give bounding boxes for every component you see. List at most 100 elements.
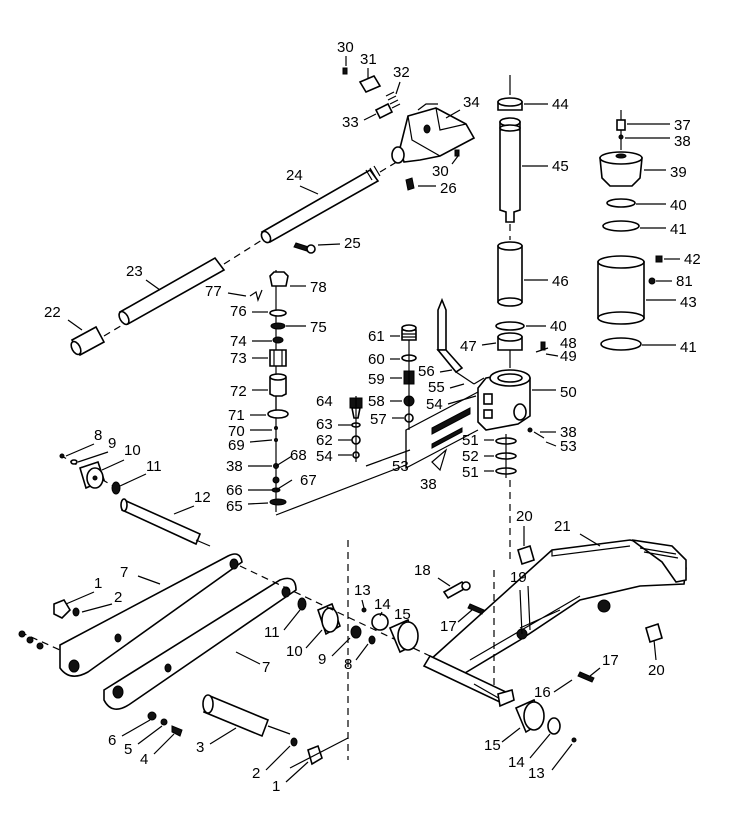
- ram-tube: [499, 121, 521, 223]
- label-66: 66: [226, 482, 243, 499]
- label-51a: 51: [462, 432, 479, 449]
- label-40b: 40: [670, 197, 687, 214]
- front-axle: [121, 498, 202, 546]
- label-39: 39: [670, 164, 687, 181]
- label-34: 34: [463, 94, 480, 111]
- label-45: 45: [552, 158, 569, 175]
- label-67: 67: [300, 472, 317, 489]
- label-2a: 2: [114, 589, 122, 606]
- label-72: 72: [230, 383, 247, 400]
- label-20b: 20: [648, 662, 665, 679]
- label-76: 76: [230, 303, 247, 320]
- label-41b: 41: [680, 339, 697, 356]
- label-58: 58: [368, 393, 385, 410]
- label-24: 24: [286, 167, 303, 184]
- label-53b: 53: [560, 438, 577, 455]
- label-38c: 38: [420, 476, 437, 493]
- label-69: 69: [228, 437, 245, 454]
- label-15a: 15: [394, 606, 411, 623]
- label-6: 6: [108, 732, 116, 749]
- label-31: 31: [360, 51, 377, 68]
- label-81: 81: [676, 273, 693, 290]
- label-74: 74: [230, 333, 247, 350]
- label-32: 32: [393, 64, 410, 81]
- label-40a: 40: [550, 318, 567, 335]
- label-9a: 9: [108, 435, 116, 452]
- label-68: 68: [290, 447, 307, 464]
- label-57: 57: [370, 411, 387, 428]
- label-26: 26: [440, 180, 457, 197]
- label-41a: 41: [670, 221, 687, 238]
- label-7a: 7: [120, 564, 128, 581]
- label-22: 22: [44, 304, 61, 321]
- label-59: 59: [368, 371, 385, 388]
- label-8a: 8: [94, 427, 102, 444]
- label-16: 16: [534, 684, 551, 701]
- label-12: 12: [194, 489, 211, 506]
- lift-arm-right: [103, 577, 297, 710]
- label-56: 56: [418, 363, 435, 380]
- label-23: 23: [126, 263, 143, 280]
- label-9b: 9: [318, 651, 326, 668]
- part-labels: 30 31 32 33 34 30 26 24 25 23 22 44 45 4…: [44, 39, 701, 795]
- label-1a: 1: [94, 575, 102, 592]
- label-38d: 38: [560, 424, 577, 441]
- label-11a: 11: [146, 458, 162, 475]
- label-65: 65: [226, 498, 243, 515]
- label-15b: 15: [484, 737, 501, 754]
- label-30: 30: [337, 39, 354, 56]
- chassis-frame: [289, 539, 687, 769]
- label-54a: 54: [426, 396, 443, 413]
- label-18: 18: [414, 562, 431, 579]
- label-47: 47: [460, 338, 477, 355]
- label-63: 63: [316, 416, 333, 433]
- label-37: 37: [674, 117, 691, 134]
- label-13a: 13: [354, 582, 371, 599]
- label-52: 52: [462, 448, 479, 465]
- label-33: 33: [342, 114, 359, 131]
- label-38b: 38: [226, 458, 243, 475]
- lift-arm-assembly: [18, 453, 431, 766]
- label-14b: 14: [508, 754, 525, 771]
- label-49: 49: [560, 348, 577, 365]
- label-4: 4: [140, 751, 148, 768]
- label-78: 78: [310, 279, 327, 296]
- valve-parts: [349, 297, 485, 462]
- reservoir-tube: [597, 261, 645, 319]
- label-50: 50: [560, 384, 577, 401]
- label-61: 61: [368, 328, 385, 345]
- label-10b: 10: [286, 643, 303, 660]
- label-19: 19: [510, 569, 527, 586]
- label-60: 60: [368, 351, 385, 368]
- label-8b: 8: [344, 656, 352, 673]
- label-14a: 14: [374, 596, 391, 613]
- label-3: 3: [196, 739, 204, 756]
- label-51b: 51: [462, 464, 479, 481]
- pump-assembly: [249, 270, 407, 516]
- label-17b: 17: [602, 652, 619, 669]
- label-20a: 20: [516, 508, 533, 525]
- label-77: 77: [205, 283, 222, 300]
- label-75: 75: [310, 319, 327, 336]
- inner-cylinder: [497, 245, 523, 303]
- handle-upper-tube: [260, 168, 380, 244]
- lift-arm-left: [59, 553, 243, 677]
- handle-socket: [399, 107, 476, 163]
- reservoir-assembly: [597, 110, 663, 351]
- label-17a: 17: [440, 618, 457, 635]
- label-1b: 1: [272, 778, 280, 795]
- label-11b: 11: [264, 624, 280, 641]
- label-46: 46: [552, 273, 569, 290]
- pump-body: [365, 369, 545, 560]
- label-48: 48: [560, 335, 577, 352]
- handle-assembly: [70, 67, 476, 357]
- label-38a: 38: [674, 133, 691, 150]
- label-42: 42: [684, 251, 701, 268]
- label-5: 5: [124, 741, 132, 758]
- label-2b: 2: [252, 765, 260, 782]
- label-71: 71: [228, 407, 245, 424]
- label-10a: 10: [124, 442, 141, 459]
- label-73: 73: [230, 350, 247, 367]
- label-64: 64: [316, 393, 333, 410]
